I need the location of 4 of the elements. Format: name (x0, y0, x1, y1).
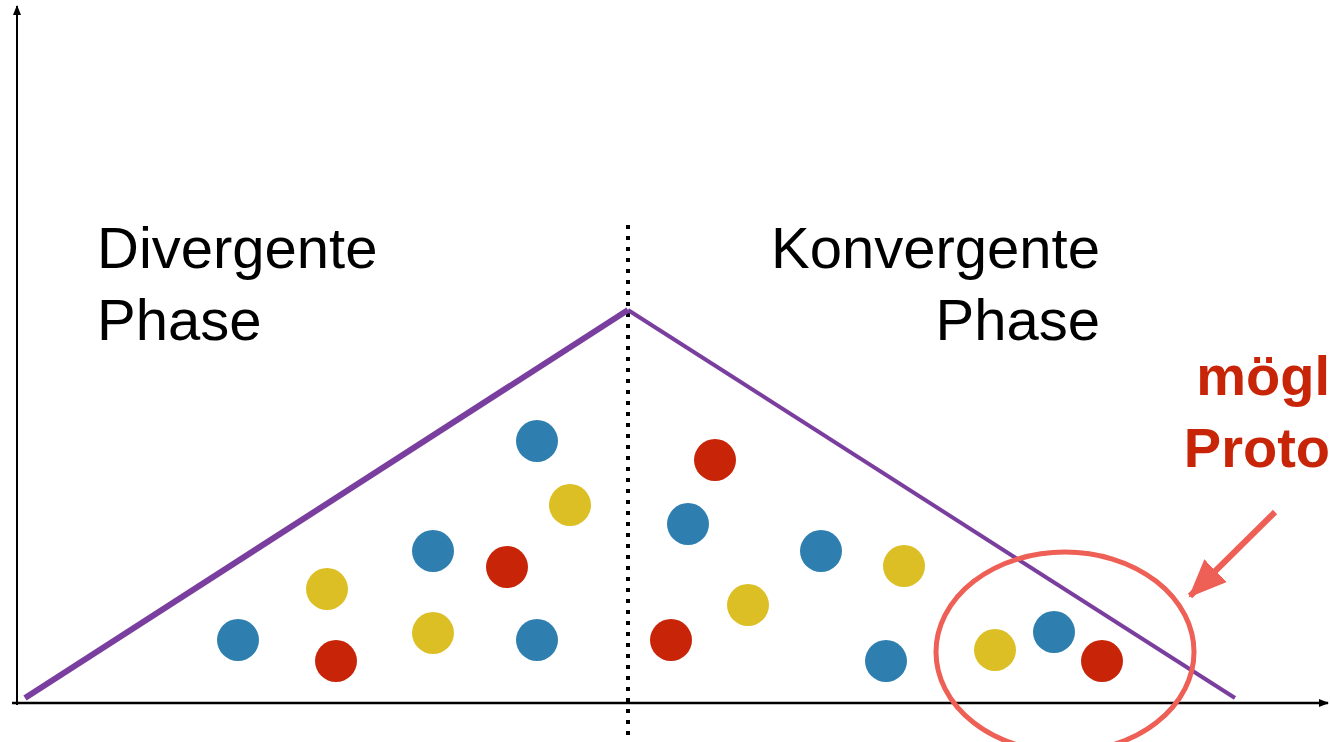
phase-label: Konvergente Phase (770, 214, 1100, 354)
arrow (1187, 509, 1278, 599)
phase-label: Divergente Phase (97, 214, 379, 354)
callout-text: mögl Proto (1130, 340, 1330, 484)
